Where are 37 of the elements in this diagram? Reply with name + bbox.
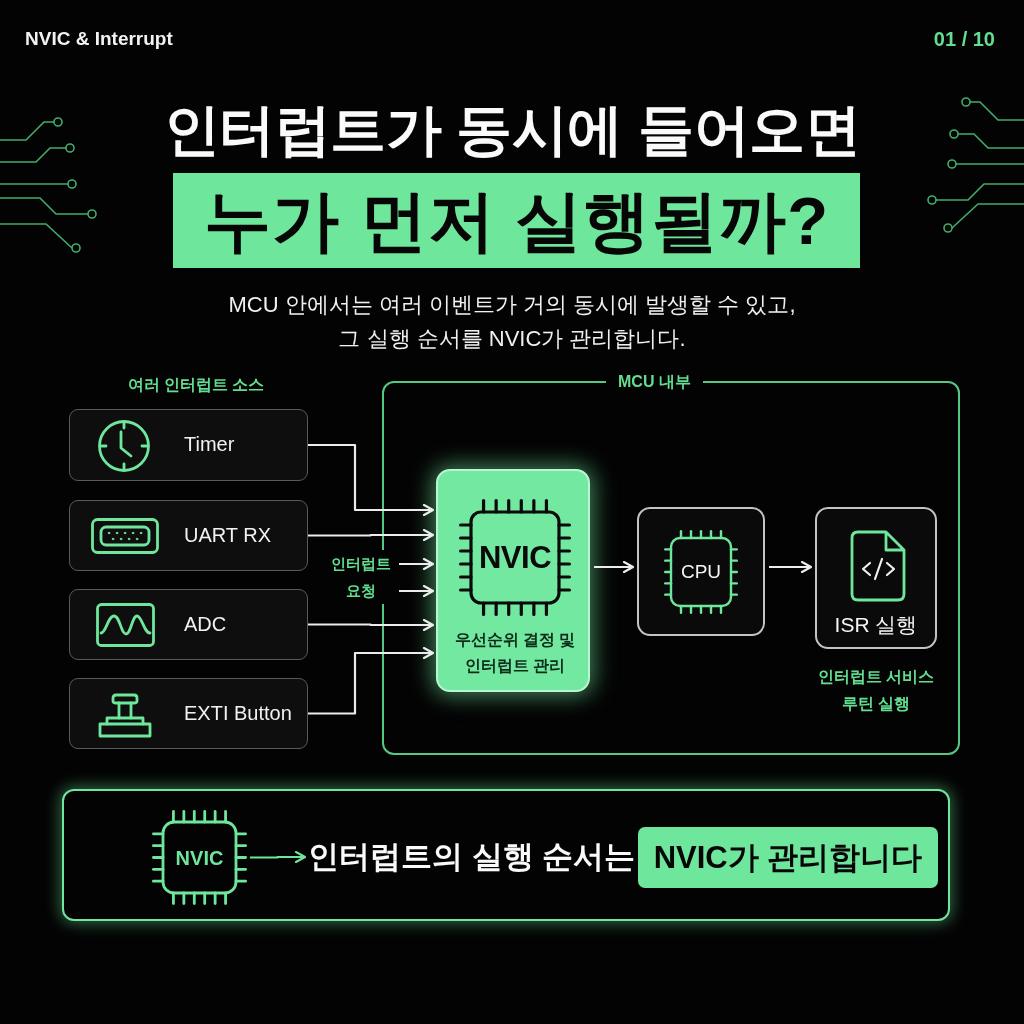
source-label: Timer: [184, 432, 235, 457]
source-box: [69, 500, 308, 571]
source-box: [69, 409, 308, 481]
source-box: [69, 678, 308, 749]
isr-box: [815, 507, 937, 649]
source-box: [69, 589, 308, 660]
arrow: [399, 584, 435, 598]
panel-heading: MCU 내부: [606, 371, 703, 393]
summary-text: 인터럽트의 실행 순서는: [308, 835, 636, 879]
header-topic: NVIC & Interrupt: [25, 27, 174, 51]
chip-label: NVIC: [175, 845, 224, 870]
arrow: [769, 560, 813, 574]
page-number: 01 / 10: [932, 27, 995, 52]
highlighted-text: NVIC가 관리합니다: [638, 827, 938, 888]
summary-banner: [62, 789, 950, 921]
highlighted-heading: 누가 먼저 실행될까?: [173, 173, 860, 268]
arrow: [399, 557, 435, 571]
description-text: 우선순위 결정 및 인터럽트 관리: [453, 630, 577, 676]
heading: 인터럽트가 동시에 들어오면: [162, 97, 862, 163]
arrow: [250, 850, 307, 864]
source-label: ADC: [184, 612, 227, 637]
arrow: [594, 560, 635, 574]
source-label: UART RX: [184, 523, 272, 548]
chip-label: NVIC: [478, 540, 552, 575]
arrow: [308, 443, 435, 517]
subtitle-text: MCU 안에서는 여러 이벤트가 거의 동시에 발생할 수 있고, 그 실행 순서를 NVIC가 관리합니다.: [227, 291, 797, 353]
cpu-box: [637, 507, 765, 636]
nvic-box: [436, 469, 590, 692]
chip-symbol: [152, 810, 247, 905]
arrow: [308, 618, 435, 632]
group-heading: 여러 인터럽트 소스: [126, 375, 266, 395]
caption-text: 인터럽트 서비스 루틴 실행: [816, 667, 936, 714]
chip-label: CPU: [680, 561, 722, 583]
arrow: [308, 528, 435, 542]
source-label: EXTI Button: [184, 701, 292, 726]
arrow: [308, 646, 435, 715]
box-label: ISR 실행: [834, 612, 918, 638]
